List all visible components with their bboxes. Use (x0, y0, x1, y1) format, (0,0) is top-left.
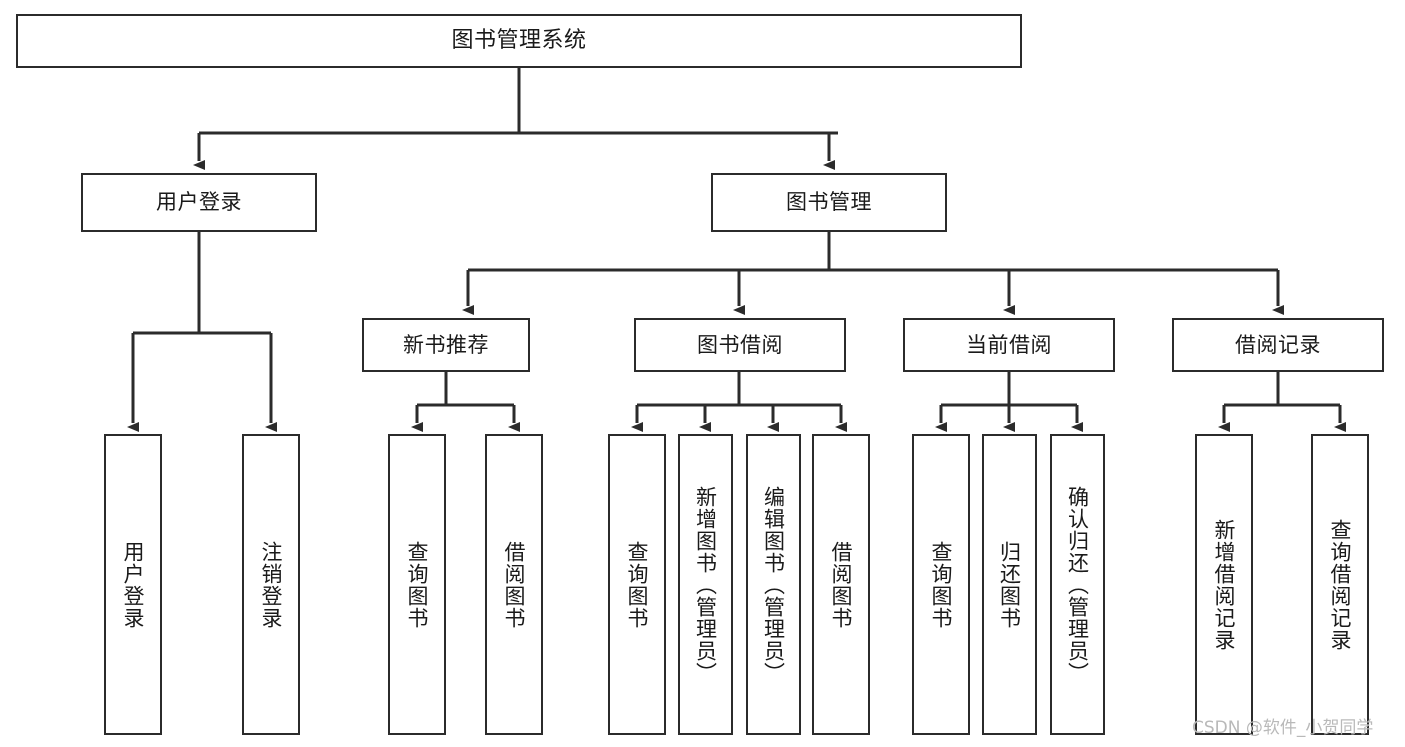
node-book-manage[interactable]: 图书管理 (711, 173, 947, 232)
leaf-current-return-book-label: 归还图书 (997, 540, 1022, 629)
leaf-borrow-borrow-book[interactable]: 借阅图书 (812, 434, 870, 735)
node-new-books-label: 新书推荐 (403, 332, 489, 357)
leaf-borrow-add-book-label: 新增图书（管理员） (693, 485, 718, 684)
leaf-records-query-record[interactable]: 查询借阅记录 (1311, 434, 1369, 735)
node-borrow[interactable]: 图书借阅 (634, 318, 846, 372)
leaf-records-query-record-label: 查询借阅记录 (1328, 518, 1353, 651)
leaf-logout[interactable]: 注销登录 (242, 434, 300, 735)
leaf-borrow-edit-book[interactable]: 编辑图书（管理员） (746, 434, 801, 735)
leaf-current-query-book-label: 查询图书 (929, 540, 954, 629)
leaf-borrow-query-book[interactable]: 查询图书 (608, 434, 666, 735)
node-borrow-records-label: 借阅记录 (1235, 332, 1321, 357)
leaf-current-confirm-return[interactable]: 确认归还（管理员） (1050, 434, 1105, 735)
leaf-newbooks-query-book[interactable]: 查询图书 (388, 434, 446, 735)
leaf-current-return-book[interactable]: 归还图书 (982, 434, 1037, 735)
leaf-newbooks-borrow-book-label: 借阅图书 (502, 540, 527, 629)
node-current-borrow-label: 当前借阅 (966, 332, 1052, 357)
leaf-borrow-add-book[interactable]: 新增图书（管理员） (678, 434, 733, 735)
leaf-logout-label: 注销登录 (259, 540, 284, 629)
node-new-books[interactable]: 新书推荐 (362, 318, 530, 372)
leaf-current-confirm-return-label: 确认归还（管理员） (1065, 485, 1090, 684)
node-borrow-label: 图书借阅 (697, 332, 783, 357)
node-current-borrow[interactable]: 当前借阅 (903, 318, 1115, 372)
leaf-newbooks-query-book-label: 查询图书 (405, 540, 430, 629)
leaf-borrow-query-book-label: 查询图书 (625, 540, 650, 629)
leaf-user-login[interactable]: 用户登录 (104, 434, 162, 735)
leaf-borrow-edit-book-label: 编辑图书（管理员） (761, 485, 786, 684)
leaf-newbooks-borrow-book[interactable]: 借阅图书 (485, 434, 543, 735)
leaf-records-add-record[interactable]: 新增借阅记录 (1195, 434, 1253, 735)
leaf-borrow-borrow-book-label: 借阅图书 (829, 540, 854, 629)
csdn-watermark: CSDN @软件_小贺同学 (1192, 718, 1374, 738)
node-user-login-label: 用户登录 (156, 190, 242, 215)
node-borrow-records[interactable]: 借阅记录 (1172, 318, 1384, 372)
node-root[interactable]: 图书管理系统 (16, 14, 1022, 68)
leaf-records-add-record-label: 新增借阅记录 (1212, 518, 1237, 651)
node-root-label: 图书管理系统 (451, 28, 587, 54)
leaf-current-query-book[interactable]: 查询图书 (912, 434, 970, 735)
node-book-manage-label: 图书管理 (786, 190, 872, 215)
leaf-user-login-label: 用户登录 (121, 540, 146, 629)
node-user-login[interactable]: 用户登录 (81, 173, 317, 232)
